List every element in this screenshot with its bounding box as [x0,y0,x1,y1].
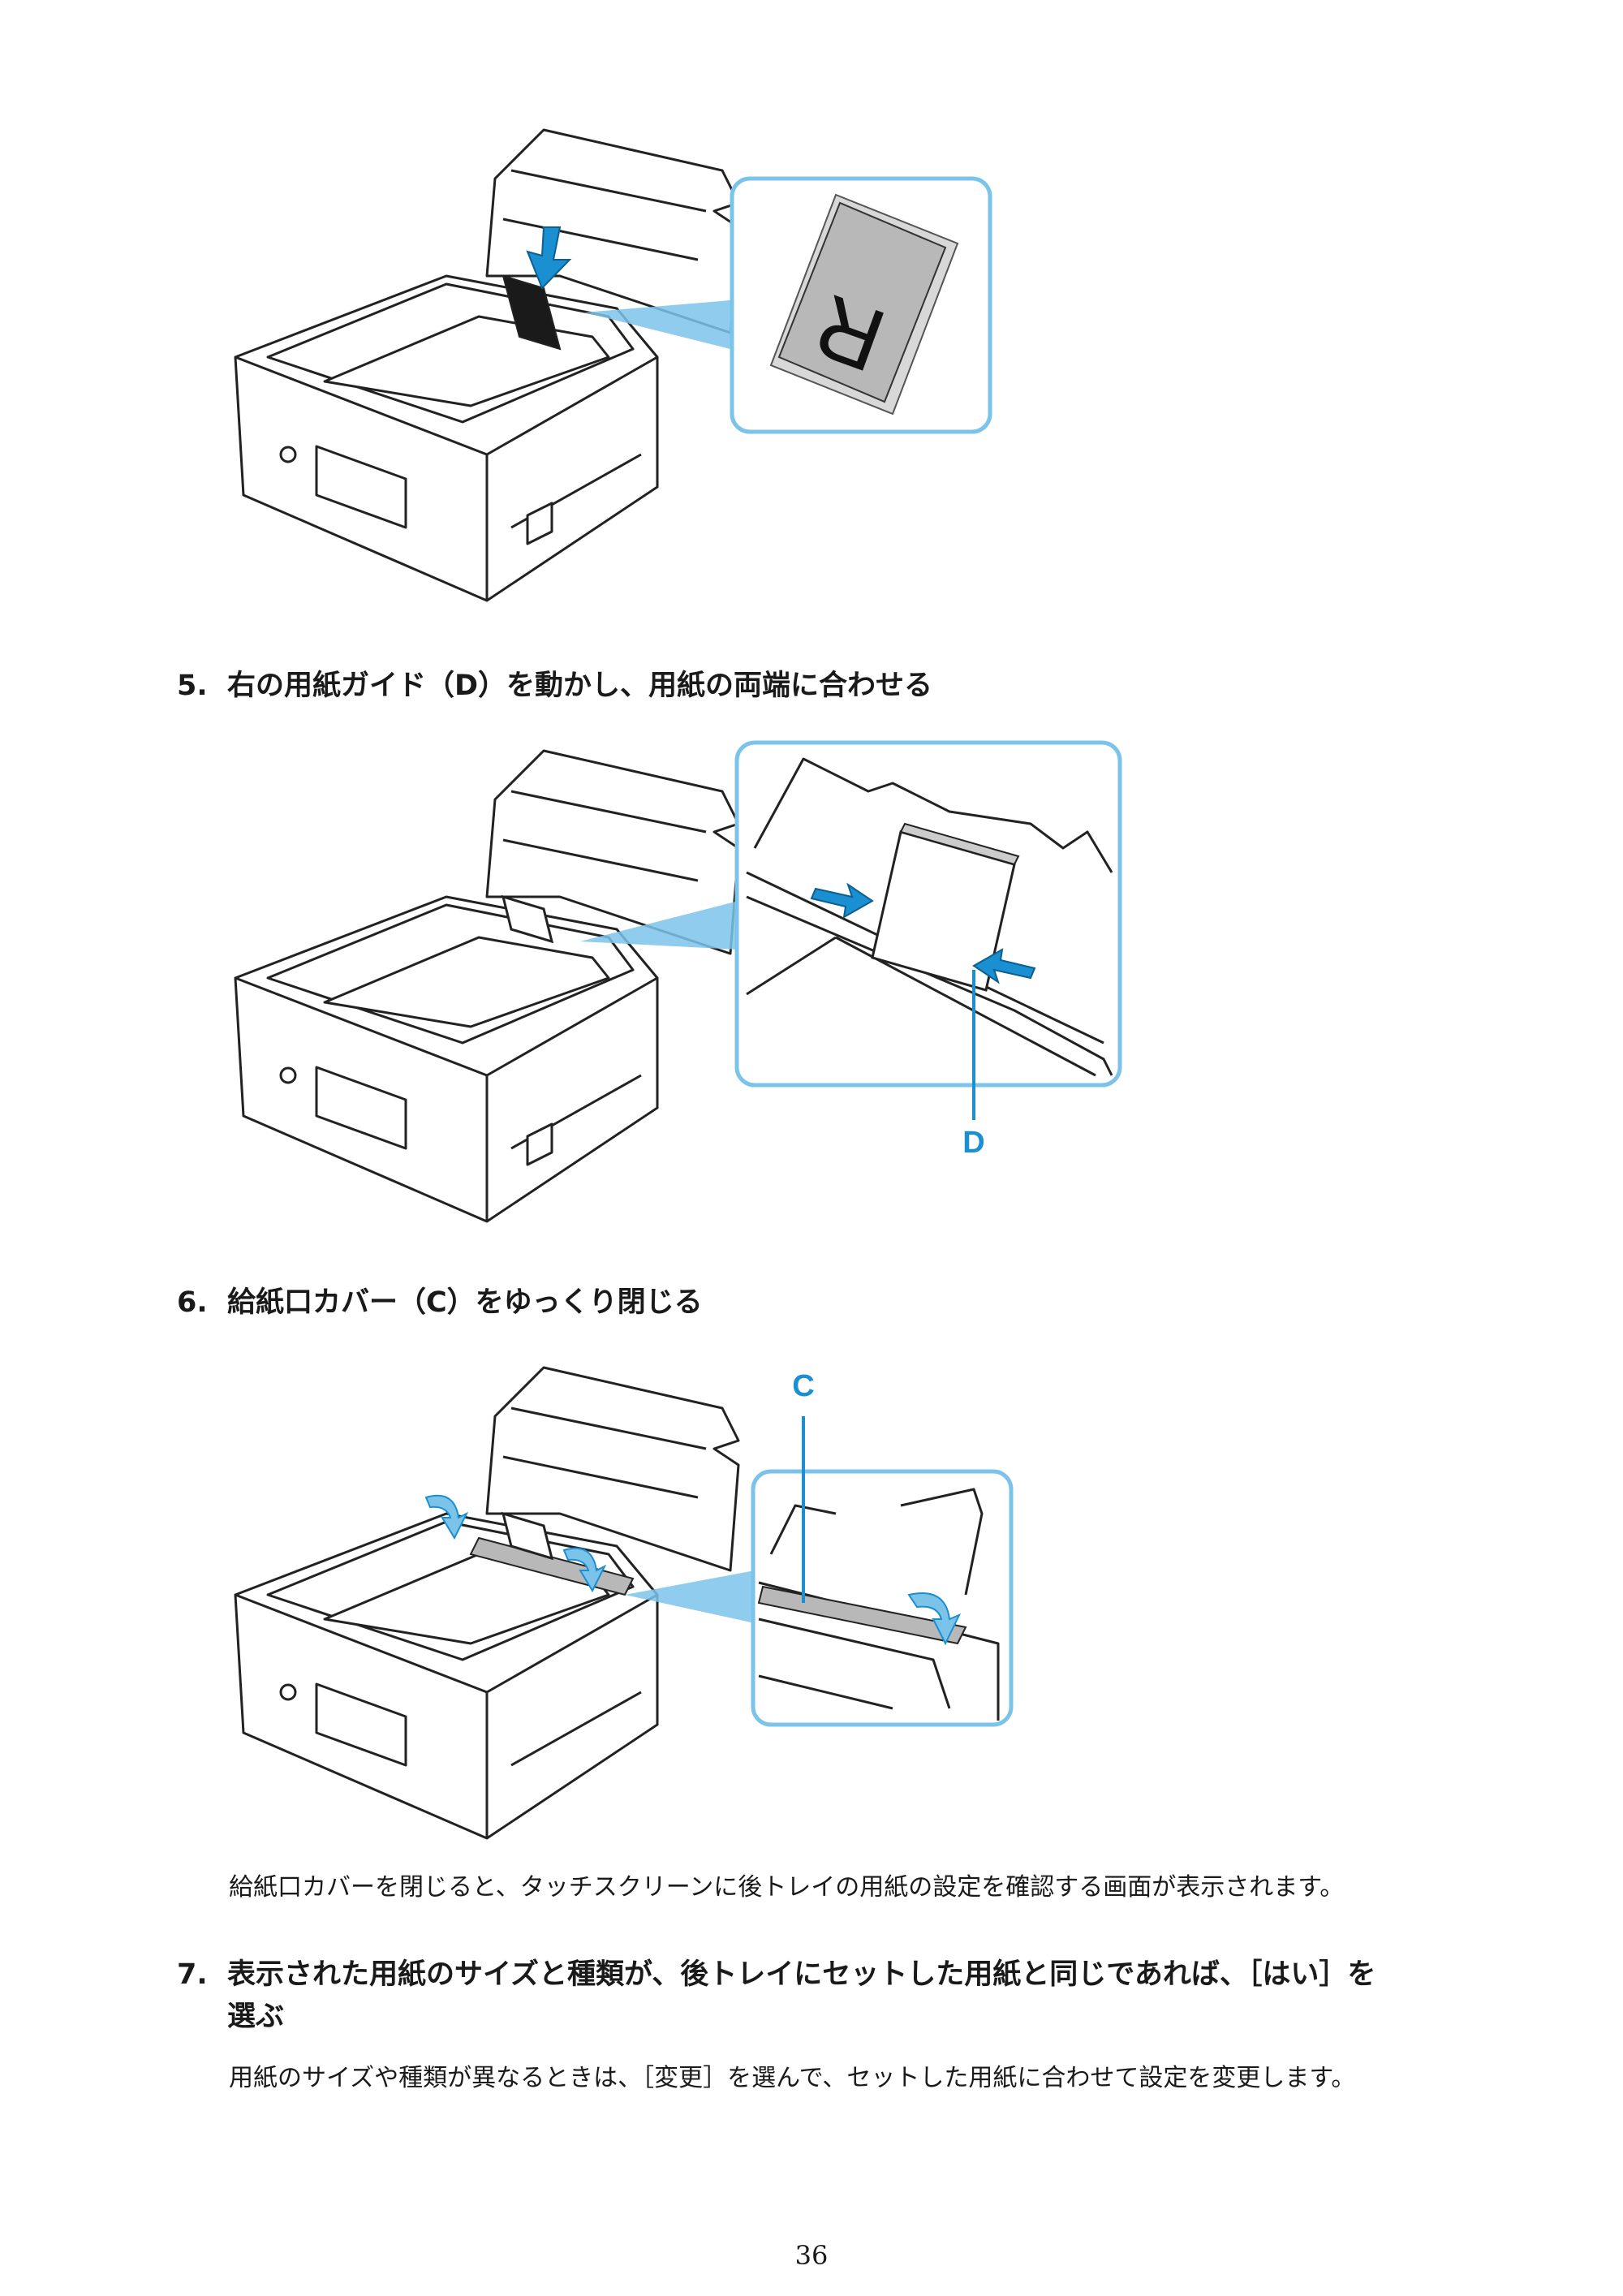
step-text: 右の用紙ガイド（D）を動かし、用紙の両端に合わせる [227,670,933,702]
step-6: 6. 給紙口カバー（C）をゆっくり閉じる [177,1282,703,1324]
callout-d: D [962,1126,984,1160]
callout-c: C [792,1369,814,1403]
step-number: 6. [177,1286,208,1319]
step-text: 給紙口カバー（C）をゆっくり閉じる [227,1286,703,1319]
step-number: 7. [177,1958,208,1991]
step-5: 5. 右の用紙ガイド（D）を動かし、用紙の両端に合わせる [177,666,932,707]
step-7-note: 用紙のサイズや種類が異なるときは、［変更］を選んで、セットした用紙に合わせて設定… [229,2064,1356,2092]
step-text-line1: 表示された用紙のサイズと種類が、後トレイにセットした用紙と同じであれば、［はい］… [227,1958,1376,1991]
step-6-note: 給紙口カバーを閉じると、タッチスクリーンに後トレイの用紙の設定を確認する画面が表… [229,1873,1345,1902]
figure-adjust-paper-guide: D [219,734,1144,1238]
page-number: 36 [794,2240,829,2271]
step-number: 5. [177,670,208,702]
figure-load-paper: R [219,114,1014,617]
step-text-line2: 選ぶ [227,2001,285,2033]
figure-close-feed-slot-cover: C [219,1351,1031,1846]
step-7: 7. 表示された用紙のサイズと種類が、後トレイにセットした用紙と同じであれば、［は… [177,1954,1375,1996]
step-7-continuation: 選ぶ [227,1997,284,2038]
